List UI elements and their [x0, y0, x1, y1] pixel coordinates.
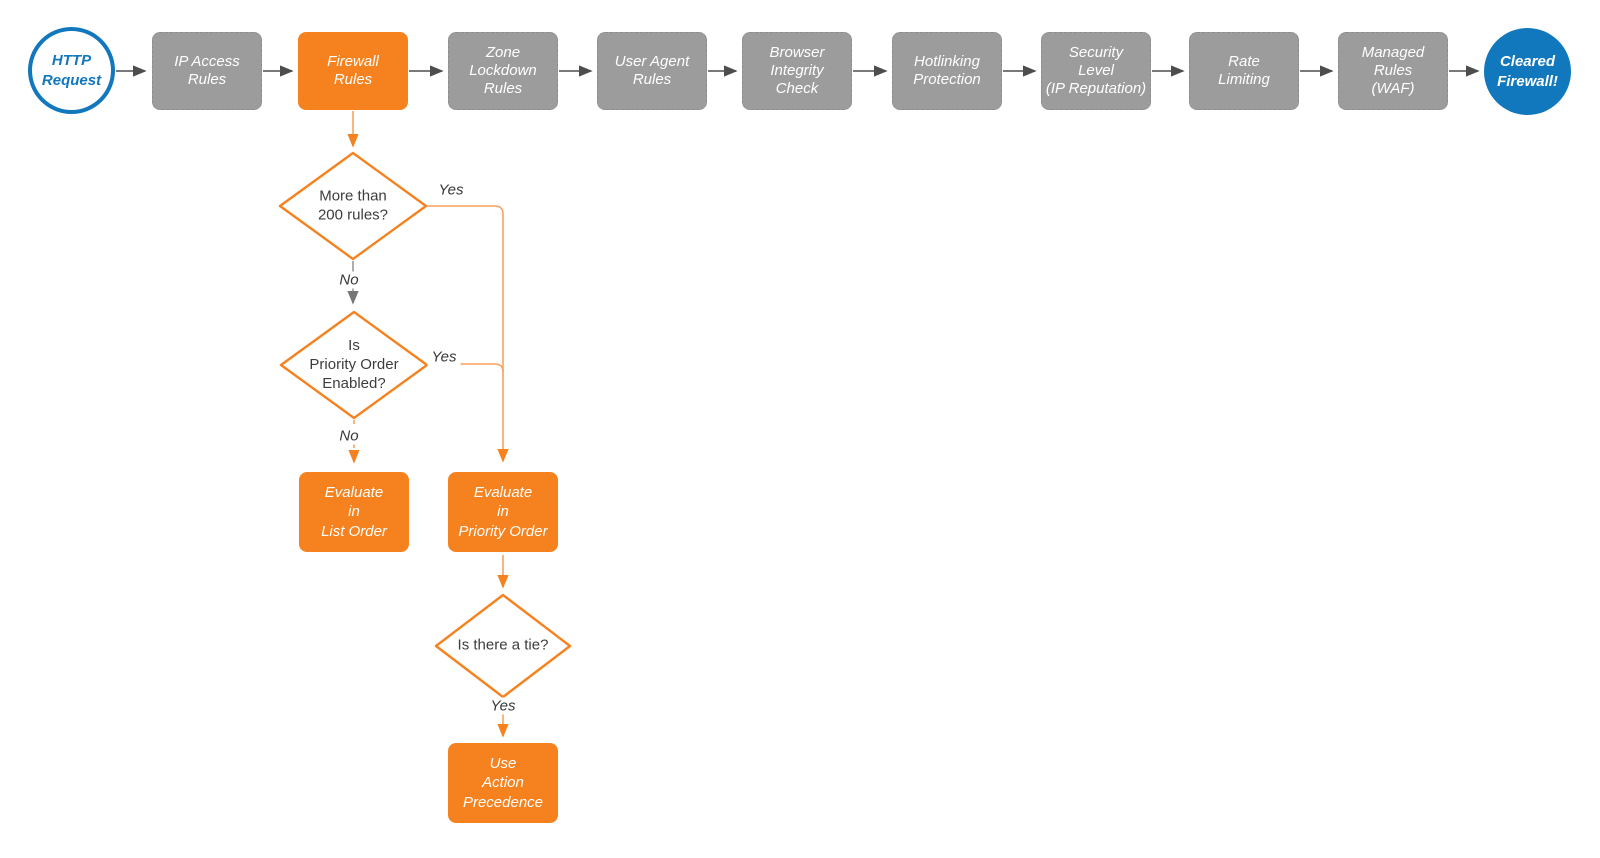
decision2-label: Is Priority Order Enabled?: [309, 336, 399, 392]
process-zone-lockdown-rules: Zone Lockdown Rules: [448, 32, 558, 110]
process-browser-integrity-check: Browser Integrity Check: [742, 32, 852, 110]
action-use-action-precedence: Use Action Precedence: [448, 743, 558, 823]
edge-label-yes-decision1: Yes: [434, 181, 468, 199]
decision-priority-order-enabled: [279, 310, 429, 420]
action-evaluate-list-order: Evaluate in List Order: [299, 472, 409, 552]
action-evaluate-priority-order: Evaluate in Priority Order: [448, 472, 558, 552]
decision-more-than-200-rules: [278, 151, 428, 261]
edge-label-no-decision2: No: [335, 427, 363, 445]
edge-label-no-decision1: No: [335, 271, 363, 289]
process-security-level: Security Level (IP Reputation): [1041, 32, 1151, 110]
start-node-http-request: HTTP Request: [28, 27, 115, 114]
process-ip-access-rules: IP Access Rules: [152, 32, 262, 110]
edge-label-yes-decision2: Yes: [427, 348, 461, 366]
edge-label-yes-decision3: Yes: [486, 697, 520, 715]
decision3-label: Is there a tie?: [457, 636, 549, 654]
edge-yes-decision2-join: [428, 363, 504, 373]
process-hotlinking-protection: Hotlinking Protection: [892, 32, 1002, 110]
end-node-cleared-firewall: Cleared Firewall!: [1484, 28, 1571, 115]
process-user-agent-rules: User Agent Rules: [597, 32, 707, 110]
process-firewall-rules: Firewall Rules: [298, 32, 408, 110]
decision1-label: More than 200 rules?: [317, 187, 389, 223]
decision-is-there-a-tie: [434, 593, 572, 699]
edge-yes-decision1-to-priority-order: [427, 205, 509, 463]
process-managed-rules-waf: Managed Rules (WAF): [1338, 32, 1448, 110]
process-rate-limiting: Rate Limiting: [1189, 32, 1299, 110]
